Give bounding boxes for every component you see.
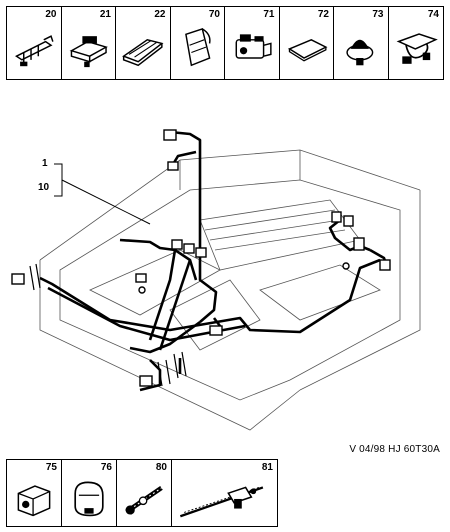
top-parts-strip: 20 21 22 70 71 bbox=[6, 6, 444, 80]
harness-connectors bbox=[11, 129, 391, 387]
strap-clamp-icon bbox=[396, 33, 438, 64]
connector-center-2 bbox=[183, 243, 195, 254]
connector-bottom-left bbox=[139, 375, 153, 387]
harness-clip-icon bbox=[15, 35, 54, 67]
connector-center-3 bbox=[195, 247, 207, 258]
harness-wires bbox=[39, 130, 390, 392]
part-cell-81[interactable]: 81 bbox=[172, 460, 277, 526]
multi-connector-icon bbox=[235, 34, 272, 59]
part-number: 21 bbox=[99, 9, 111, 20]
callout-label-10: 10 bbox=[38, 182, 50, 193]
grommet-clip-icon bbox=[346, 39, 374, 66]
connector-tunnel bbox=[135, 273, 147, 283]
cable-sleeve-icon bbox=[184, 27, 211, 67]
connector-right-2 bbox=[343, 215, 354, 227]
reference-code: V 04/98 HJ 60T30A bbox=[349, 444, 440, 455]
cable-channel-icon bbox=[122, 39, 164, 67]
cable-tie-mount-icon bbox=[179, 486, 264, 518]
part-cell-80[interactable]: 80 bbox=[117, 460, 172, 526]
part-cell-72[interactable]: 72 bbox=[280, 7, 334, 79]
connector-center-1 bbox=[171, 239, 183, 250]
part-number: 76 bbox=[100, 462, 112, 473]
connector-right-3 bbox=[353, 237, 365, 251]
connector-bracket-icon bbox=[69, 36, 108, 68]
connector-top-secondary bbox=[167, 161, 179, 171]
part-number: 81 bbox=[261, 462, 273, 473]
part-cell-71[interactable]: 71 bbox=[225, 7, 280, 79]
part-number: 71 bbox=[263, 9, 275, 20]
part-cell-74[interactable]: 74 bbox=[389, 7, 444, 79]
cable-tie-icon bbox=[125, 485, 163, 515]
adhesive-pad-icon bbox=[287, 39, 327, 62]
part-cell-76[interactable]: 76 bbox=[62, 460, 117, 526]
grommet-right bbox=[342, 262, 350, 270]
part-number: 73 bbox=[372, 9, 384, 20]
part-number: 20 bbox=[45, 9, 57, 20]
part-cell-21[interactable]: 21 bbox=[62, 7, 116, 79]
part-cell-70[interactable]: 70 bbox=[171, 7, 225, 79]
part-cell-20[interactable]: 20 bbox=[7, 7, 62, 79]
callout-label-1: 1 bbox=[42, 158, 48, 169]
vehicle-floor-outline bbox=[39, 149, 421, 431]
part-number: 72 bbox=[317, 9, 329, 20]
connector-right-1 bbox=[331, 211, 342, 223]
connector-housing-icon bbox=[17, 485, 51, 517]
part-cell-75[interactable]: 75 bbox=[7, 460, 62, 526]
connector-seat bbox=[209, 325, 223, 336]
loop-clamp-icon bbox=[74, 481, 104, 517]
connector-left bbox=[11, 273, 25, 285]
wiring-harness-diagram bbox=[11, 129, 421, 431]
part-number: 75 bbox=[45, 462, 57, 473]
connector-right-end bbox=[379, 259, 391, 271]
part-number: 74 bbox=[427, 9, 439, 20]
connector-top bbox=[163, 129, 177, 141]
bottom-parts-strip: 75 76 80 81 bbox=[6, 459, 278, 527]
part-cell-73[interactable]: 73 bbox=[334, 7, 389, 79]
part-cell-22[interactable]: 22 bbox=[116, 7, 171, 79]
grommet-center bbox=[138, 286, 146, 294]
part-number: 22 bbox=[154, 9, 166, 20]
break-markers bbox=[29, 263, 187, 387]
callout-leader bbox=[54, 163, 151, 225]
part-number: 80 bbox=[155, 462, 167, 473]
part-number: 70 bbox=[208, 9, 220, 20]
